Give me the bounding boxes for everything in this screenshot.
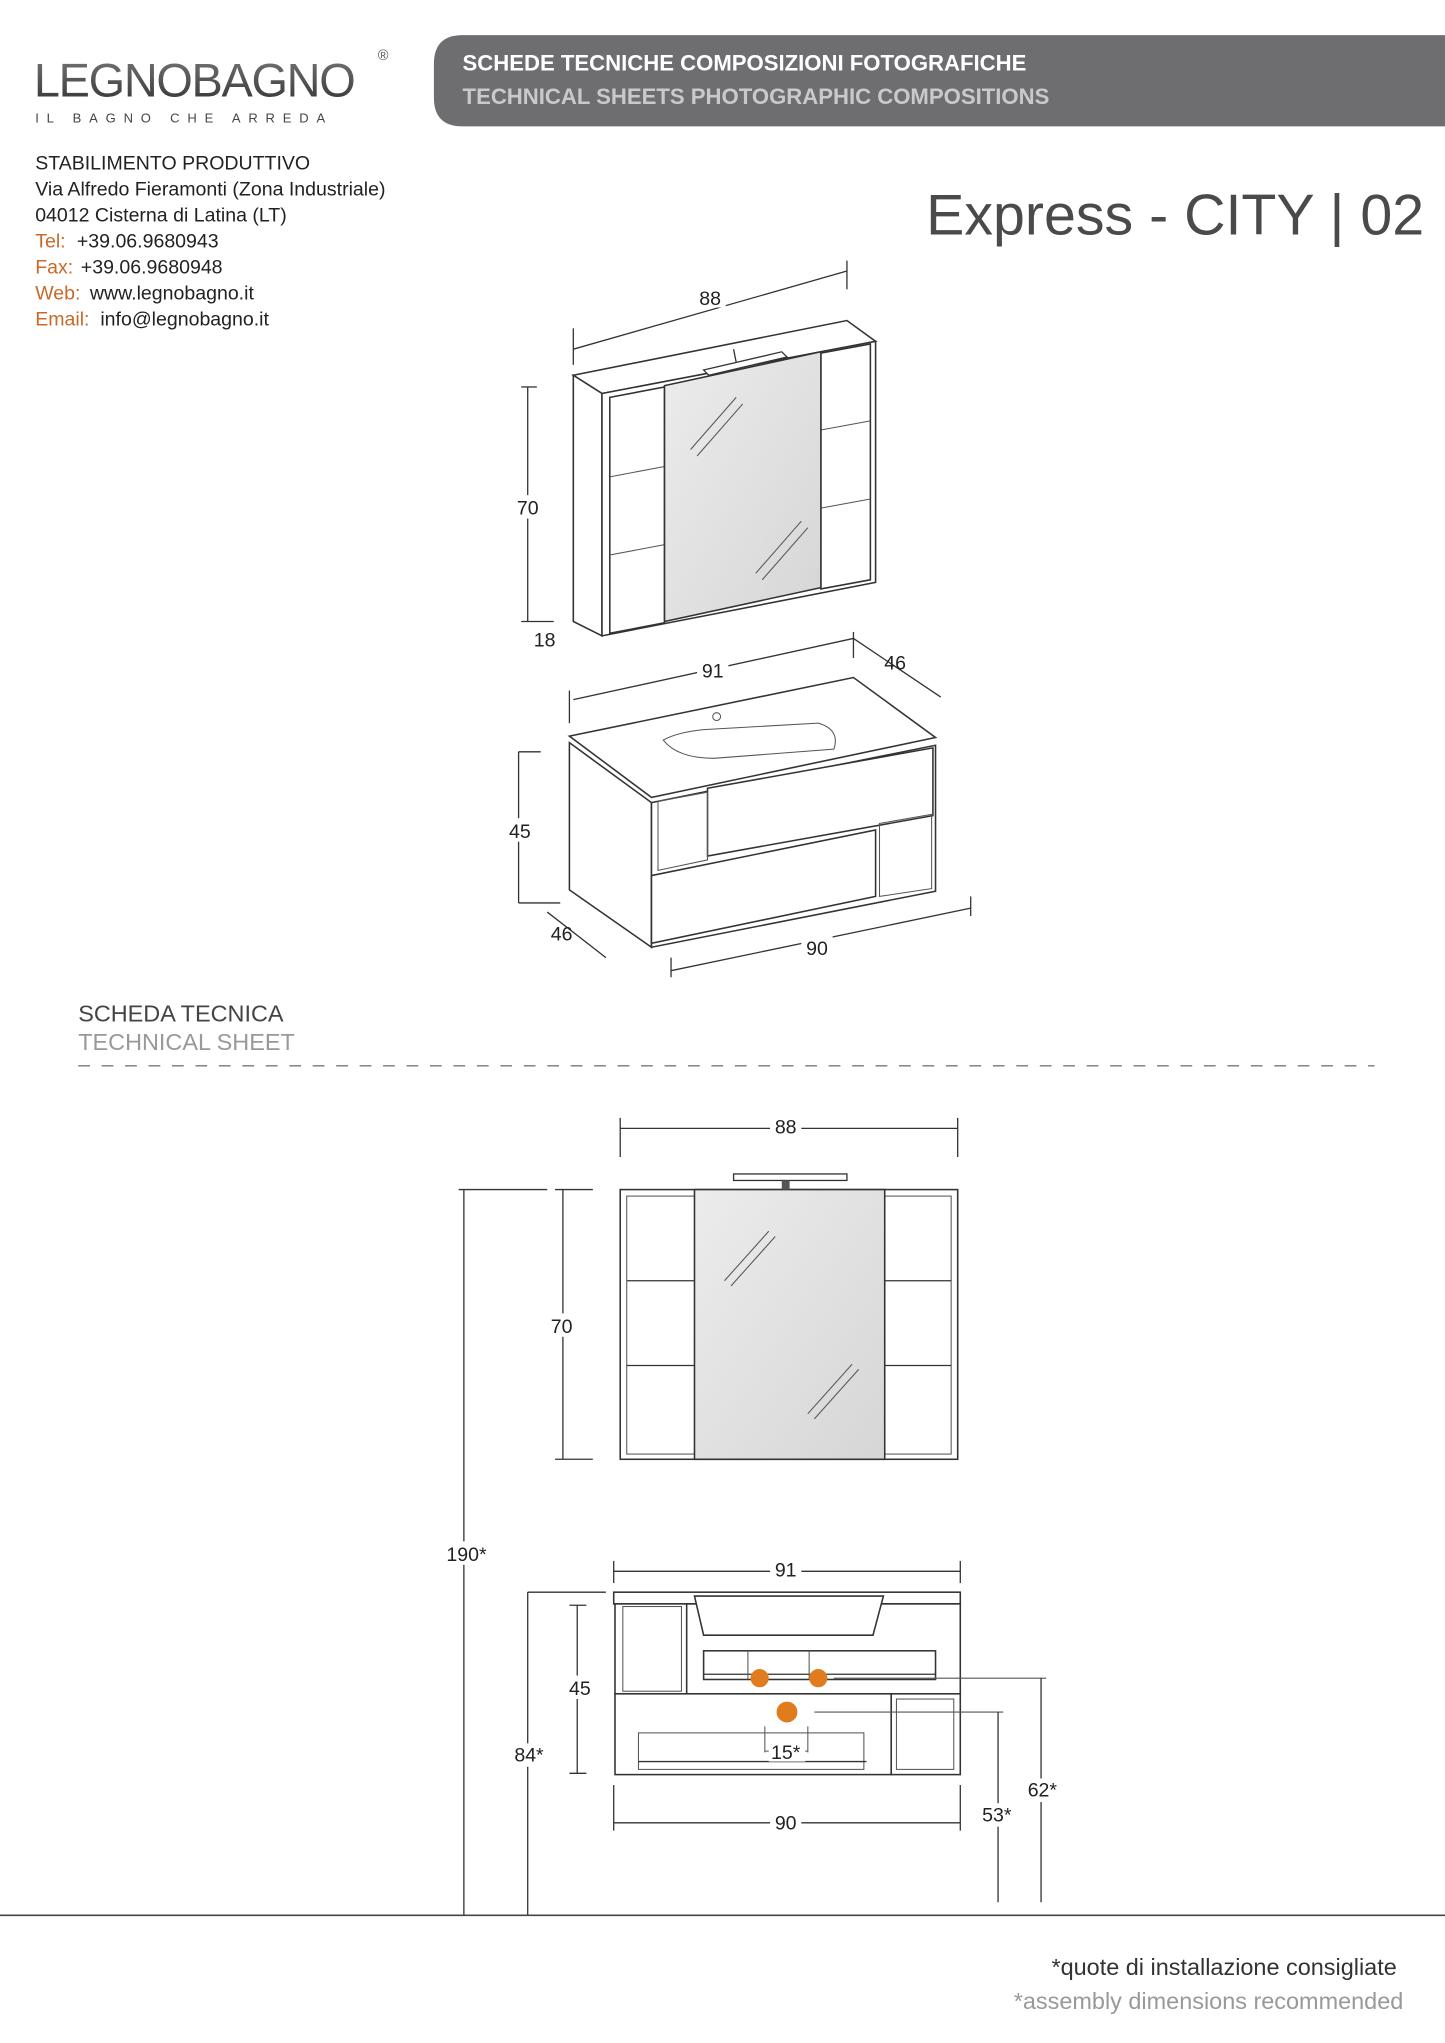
isometric-drawing: 88 70 18 91 46 45 46 90 bbox=[504, 260, 972, 978]
footer-note-en: *assembly dimensions recommended bbox=[1014, 1988, 1404, 2014]
drain-fitting bbox=[776, 1701, 798, 1723]
supply-fitting-right bbox=[809, 1669, 828, 1688]
front-mirror-width: 88 bbox=[775, 1117, 797, 1139]
fax-label: Fax: bbox=[35, 257, 73, 279]
product-title: Express - CITY | 02 bbox=[926, 184, 1424, 248]
company-address: STABILIMENTO PRODUTTIVO Via Alfredo Fier… bbox=[35, 152, 385, 330]
iso-base-depth: 46 bbox=[551, 924, 573, 946]
front-drain-height: 53* bbox=[982, 1805, 1012, 1827]
front-total-height: 190* bbox=[446, 1544, 487, 1566]
front-lamp bbox=[732, 1173, 848, 1182]
email-link[interactable]: info@legnobagno.it bbox=[100, 309, 269, 331]
tel-label: Tel: bbox=[35, 231, 65, 253]
brand-logo: LEGNOBAGNO ® IL BAGNO CHE ARREDA bbox=[34, 48, 389, 126]
web-link[interactable]: www.legnobagno.it bbox=[89, 283, 255, 305]
front-mirror bbox=[693, 1188, 886, 1461]
front-install-height: 84* bbox=[514, 1745, 544, 1767]
front-spacing: 15* bbox=[771, 1742, 801, 1764]
iso-base-height: 45 bbox=[509, 821, 531, 843]
brand-name: LEGNOBAGNO bbox=[34, 54, 355, 106]
footer-note-it: *quote di installazione consigliate bbox=[1051, 1954, 1396, 1980]
mirror bbox=[663, 350, 822, 623]
address-city: 04012 Cisterna di Latina (LT) bbox=[35, 204, 287, 226]
section-title-it: SCHEDA TECNICA bbox=[78, 1001, 284, 1027]
registered-mark: ® bbox=[378, 48, 389, 64]
email-label: Email: bbox=[35, 309, 89, 331]
front-view-drawing: 88 70 190* 91 45 84* 90 bbox=[440, 1115, 1062, 1916]
front-top-width: 91 bbox=[775, 1560, 797, 1582]
front-base-width: 90 bbox=[775, 1812, 797, 1834]
lamp bbox=[702, 351, 789, 376]
front-mirror-height: 70 bbox=[551, 1316, 573, 1338]
iso-top-depth: 46 bbox=[884, 653, 906, 675]
address-street: Via Alfredo Fieramonti (Zona Industriale… bbox=[35, 178, 385, 200]
web-label: Web: bbox=[35, 283, 80, 305]
address-heading: STABILIMENTO PRODUTTIVO bbox=[35, 152, 310, 174]
fax-value: +39.06.9680948 bbox=[81, 257, 223, 279]
section-title-en: TECHNICAL SHEET bbox=[78, 1029, 295, 1055]
iso-mirror-width: 88 bbox=[699, 288, 721, 310]
iso-mirror-depth: 18 bbox=[534, 629, 556, 651]
brand-tagline: IL BAGNO CHE ARREDA bbox=[35, 110, 333, 125]
iso-base-width: 90 bbox=[806, 938, 828, 960]
banner-title-it: SCHEDE TECNICHE COMPOSIZIONI FOTOGRAFICH… bbox=[463, 50, 1027, 75]
front-supply-height: 62* bbox=[1028, 1780, 1058, 1802]
header-banner bbox=[433, 35, 1445, 127]
iso-top-width: 91 bbox=[702, 661, 724, 683]
banner-title-en: TECHNICAL SHEETS PHOTOGRAPHIC COMPOSITIO… bbox=[463, 84, 1050, 109]
front-base-height: 45 bbox=[569, 1678, 591, 1700]
supply-fitting-left bbox=[750, 1669, 769, 1688]
tel-value: +39.06.9680943 bbox=[77, 231, 219, 253]
iso-mirror-height: 70 bbox=[517, 498, 539, 520]
